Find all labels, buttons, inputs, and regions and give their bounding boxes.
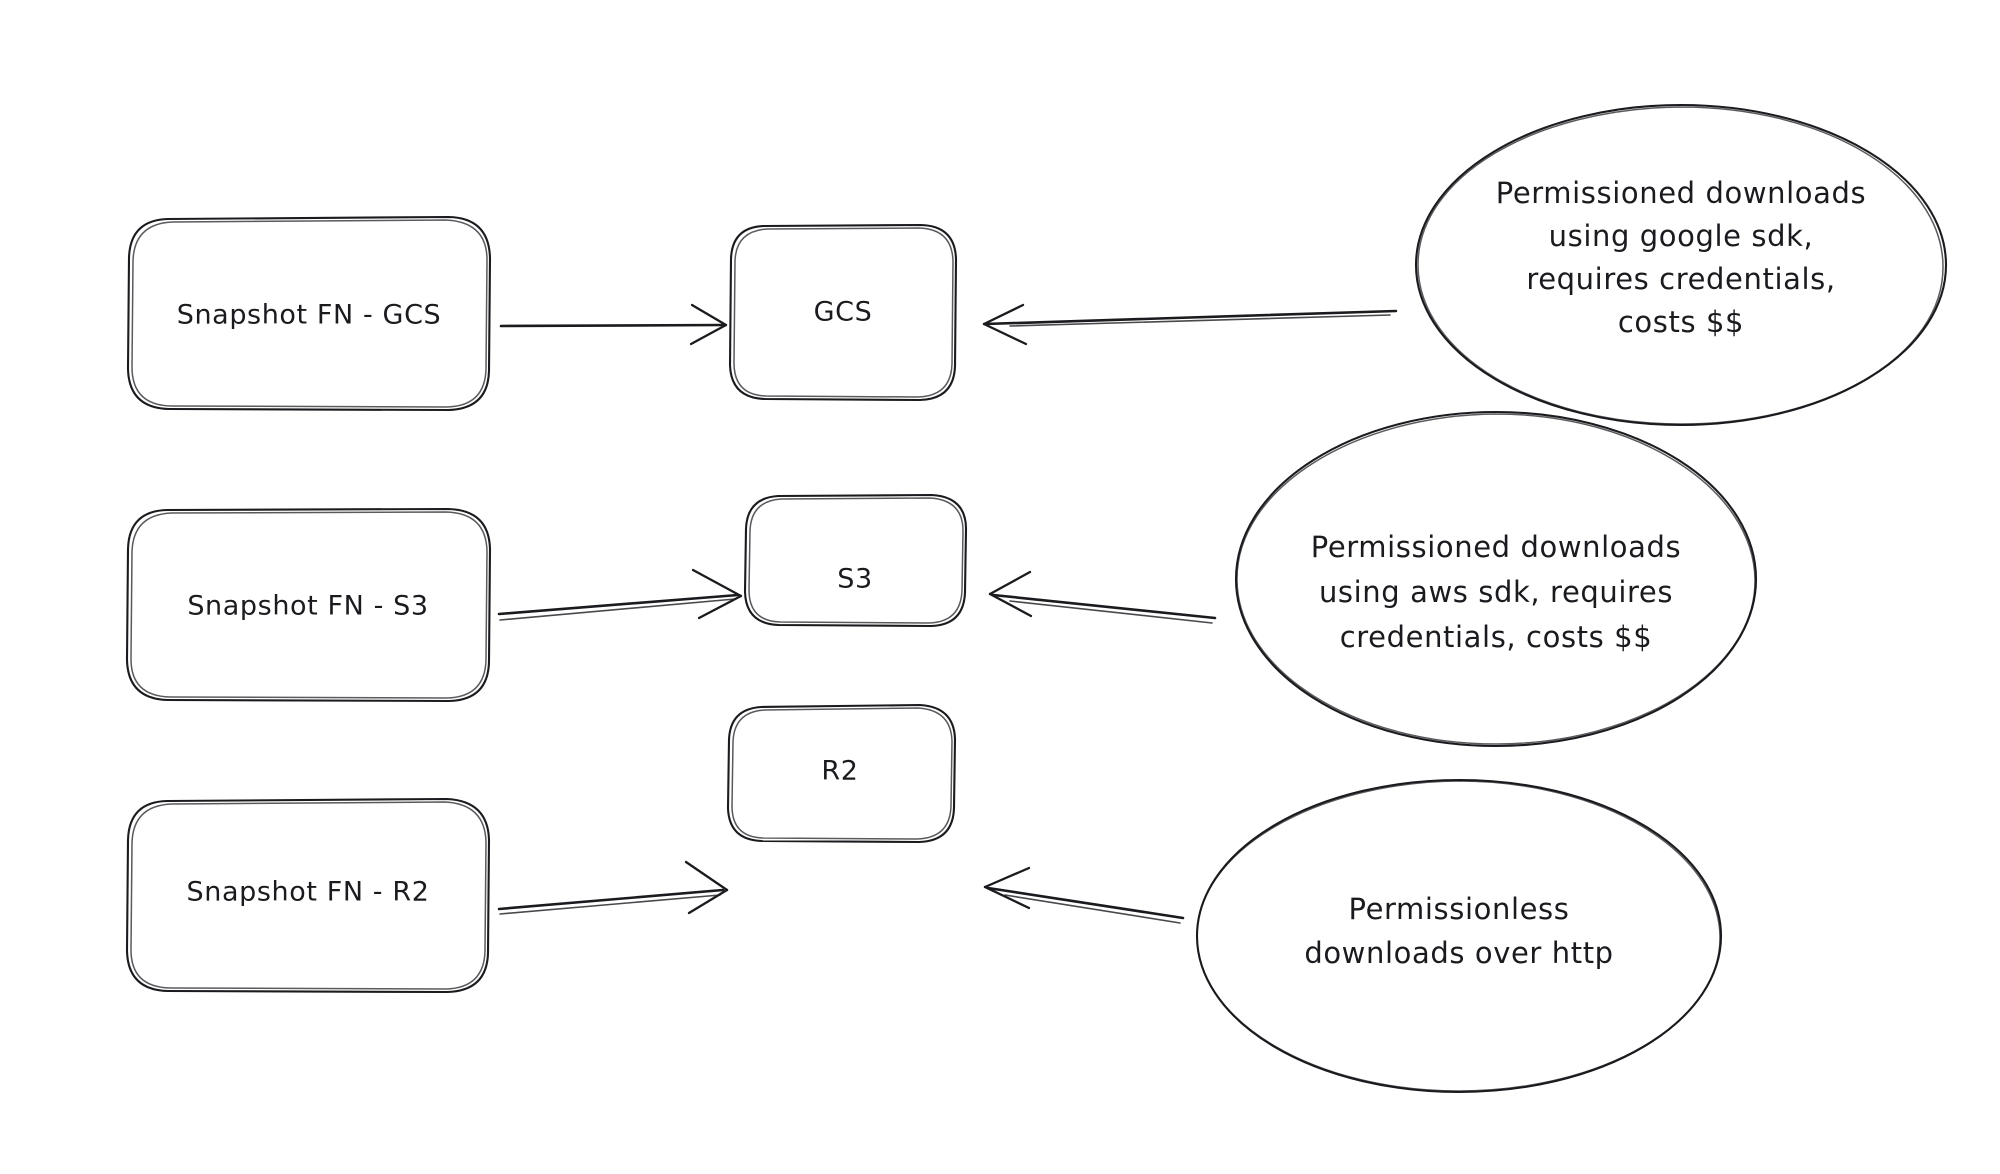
node-snapshot-fn-r2-label: Snapshot FN - R2 bbox=[187, 877, 430, 908]
node-snapshot-fn-r2[interactable]: Snapshot FN - R2 bbox=[125, 797, 491, 994]
node-snapshot-fn-gcs-label: Snapshot FN - GCS bbox=[177, 300, 442, 331]
note-r2-line-1: Permissionless bbox=[1349, 892, 1570, 926]
edge-note-gcs-to-gcs bbox=[982, 303, 1398, 346]
note-gcs-line-2: using google sdk, bbox=[1549, 219, 1814, 253]
note-r2-line-2: downloads over http bbox=[1304, 936, 1613, 970]
edge-note-s3-to-s3 bbox=[988, 570, 1217, 624]
node-snapshot-fn-s3-label: Snapshot FN - S3 bbox=[187, 591, 428, 622]
node-gcs-label: GCS bbox=[814, 297, 873, 328]
note-s3-line-1: Permissioned downloads bbox=[1311, 530, 1681, 564]
node-r2-label: R2 bbox=[821, 756, 858, 787]
node-snapshot-fn-gcs[interactable]: Snapshot FN - GCS bbox=[126, 215, 492, 412]
note-s3-line-3: credentials, costs $$ bbox=[1340, 620, 1653, 654]
edge-snapshot-fn-r2-to-r2 bbox=[497, 860, 729, 915]
note-r2[interactable]: Permissionless downloads over http bbox=[1195, 778, 1723, 1094]
node-s3[interactable]: S3 bbox=[743, 493, 968, 628]
note-gcs-line-1: Permissioned downloads bbox=[1496, 176, 1866, 210]
node-gcs[interactable]: GCS bbox=[728, 223, 958, 402]
note-gcs[interactable]: Permissioned downloads using google sdk,… bbox=[1414, 103, 1948, 427]
node-snapshot-fn-s3[interactable]: Snapshot FN - S3 bbox=[125, 507, 492, 703]
note-s3[interactable]: Permissioned downloads using aws sdk, re… bbox=[1234, 410, 1758, 748]
note-gcs-line-4: costs $$ bbox=[1618, 305, 1744, 339]
edge-snapshot-fn-gcs-to-gcs bbox=[499, 303, 728, 346]
node-s3-label: S3 bbox=[837, 564, 873, 595]
edge-snapshot-fn-s3-to-s3 bbox=[497, 568, 743, 621]
note-s3-line-2: using aws sdk, requires bbox=[1319, 575, 1673, 609]
edge-note-r2-to-r2 bbox=[983, 866, 1185, 924]
note-gcs-line-3: requires credentials, bbox=[1526, 262, 1835, 296]
node-r2[interactable]: R2 bbox=[726, 703, 957, 844]
